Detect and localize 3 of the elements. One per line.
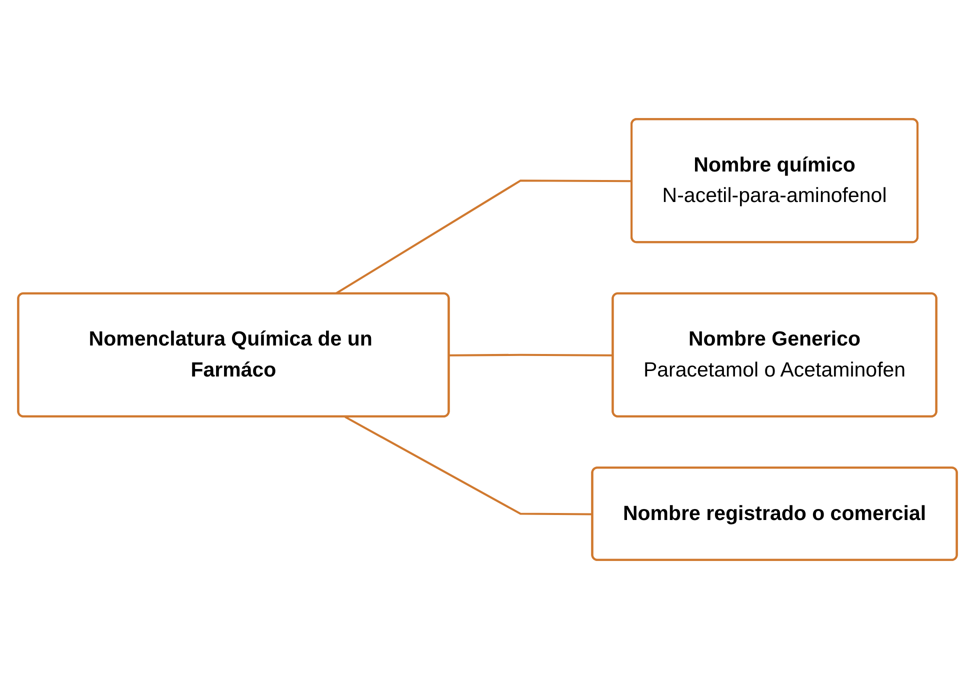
connector (334, 180, 632, 295)
connector (449, 354, 614, 356)
connector (344, 416, 593, 516)
